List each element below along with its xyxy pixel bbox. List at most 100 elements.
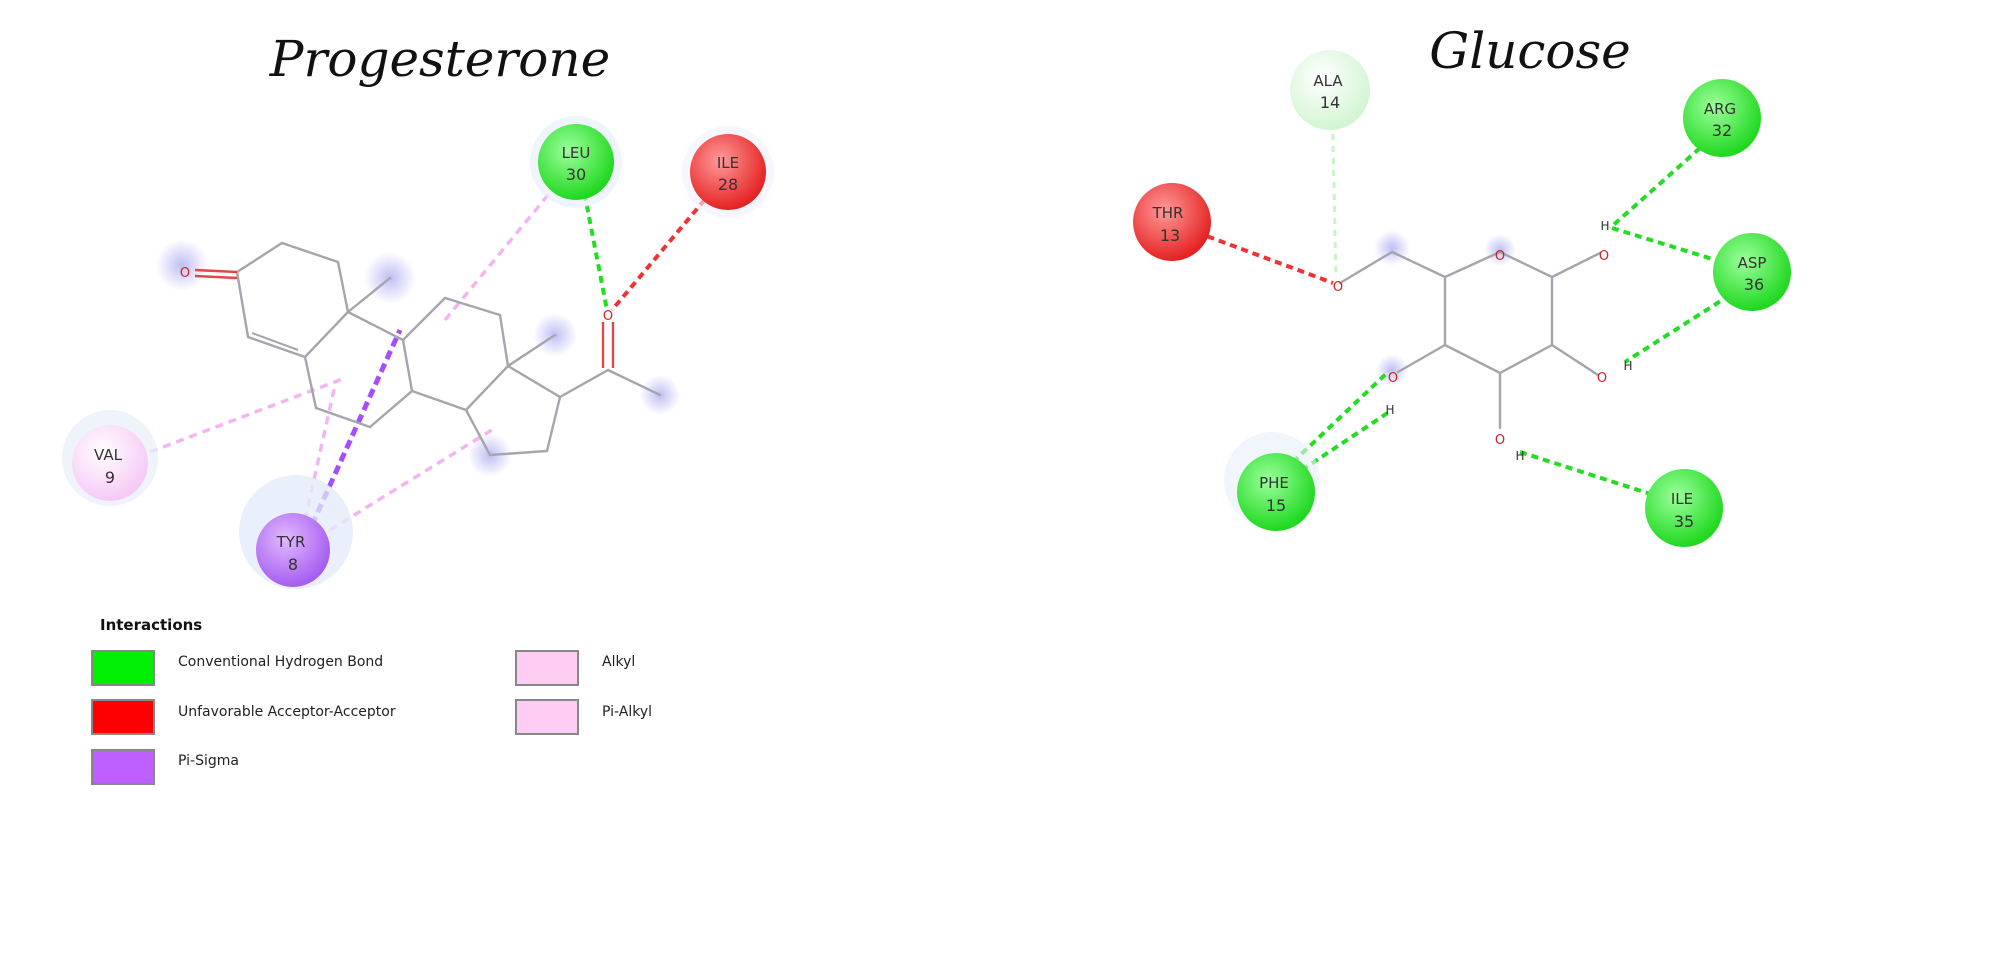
residue-name: LEU — [562, 144, 591, 162]
double-bond — [251, 332, 299, 351]
atom-hydrogen: H — [1600, 219, 1609, 233]
residue-name: THR — [1152, 204, 1184, 222]
atom-hydrogen: H — [1385, 403, 1394, 417]
ligand-halos — [156, 239, 680, 477]
legend-label: Pi-Alkyl — [602, 704, 652, 720]
residue-number: 14 — [1320, 93, 1340, 112]
residue-number: 32 — [1712, 121, 1732, 140]
ligand-halo — [156, 239, 208, 291]
residue-leu-30: LEU 30 — [530, 116, 622, 208]
residue-circle — [1290, 50, 1370, 130]
legend-swatch — [91, 749, 155, 785]
ring-bond — [1550, 343, 1600, 377]
residue-ile-35: ILE 35 — [1645, 469, 1723, 547]
residue-number: 9 — [105, 468, 115, 487]
residue-number: 35 — [1674, 512, 1694, 531]
interaction-lines — [149, 169, 730, 532]
residue-circle — [1683, 79, 1761, 157]
hbond-line — [1611, 226, 1723, 264]
panel-glucose: Glucose O O O — [1133, 22, 1791, 547]
residue-thr-13: THR 13 — [1133, 183, 1211, 261]
atom-oxygen: O — [180, 266, 190, 281]
residue-arg-32: ARG 32 — [1683, 79, 1761, 157]
residue-ala-14: ALA 14 — [1290, 50, 1370, 130]
ring-a — [235, 241, 350, 359]
hbond-line — [1623, 293, 1732, 364]
atom-oxygen: O — [603, 309, 613, 324]
atom-hydrogen: H — [1623, 359, 1632, 373]
legend-label: Pi-Sigma — [178, 753, 239, 769]
ring-bond — [1390, 250, 1447, 279]
alkyl-line — [303, 384, 337, 521]
residue-circle — [256, 513, 330, 587]
interaction-lines — [1184, 97, 1732, 499]
carbonyl-bond — [194, 268, 238, 274]
residue-name: ARG — [1704, 100, 1736, 118]
atom-hydrogen: H — [1515, 449, 1524, 463]
residue-name: ILE — [717, 154, 739, 172]
residue-val-9: VAL 9 — [62, 410, 158, 506]
legend: Interactions Conventional Hydrogen Bond … — [91, 616, 652, 785]
residue-number: 28 — [718, 175, 738, 194]
residue-circle — [1645, 469, 1723, 547]
legend-label: Alkyl — [602, 654, 635, 670]
hbond-line — [1300, 408, 1394, 472]
residue-name: TYR — [276, 533, 306, 551]
ring-bond — [1396, 343, 1447, 374]
residue-circle — [538, 124, 614, 200]
progesterone-structure: O O — [180, 241, 662, 457]
glucose-structure: O O O O O O H H H H — [1333, 219, 1633, 463]
residue-tyr-8: TYR 8 — [239, 475, 353, 589]
methyl-bond — [346, 276, 392, 314]
legend-title: Interactions — [100, 616, 202, 634]
residue-number: 13 — [1160, 226, 1180, 245]
residue-number: 30 — [566, 165, 586, 184]
ring-bond — [1338, 250, 1394, 285]
unfavorable-line — [1184, 226, 1334, 285]
hbond-line — [1519, 450, 1661, 499]
atom-oxygen: O — [1388, 371, 1398, 386]
methyl-bond — [506, 333, 557, 368]
alkyl-line — [329, 426, 496, 532]
residue-number: 15 — [1266, 496, 1286, 515]
atom-oxygen: O — [1495, 249, 1505, 264]
legend-label: Unfavorable Acceptor-Acceptor — [178, 704, 396, 720]
residue-asp-36: ASP 36 — [1713, 233, 1791, 311]
residue-name: ALA — [1313, 72, 1343, 90]
legend-swatch — [515, 699, 579, 735]
ring-d — [464, 364, 562, 457]
atom-oxygen: O — [1495, 433, 1505, 448]
panel-title: Progesterone — [269, 30, 610, 88]
atom-oxygen: O — [1599, 249, 1609, 264]
side-chain-bond — [558, 368, 610, 399]
residue-name: ILE — [1671, 490, 1693, 508]
ligand-halo — [1484, 234, 1516, 266]
ring-c — [401, 296, 510, 412]
residue-circle — [72, 425, 148, 501]
legend-swatch — [515, 650, 579, 686]
residue-phe-15: PHE 15 — [1224, 432, 1320, 531]
carbonyl-bond — [194, 274, 238, 280]
residue-circle — [1713, 233, 1791, 311]
residue-name: VAL — [94, 446, 123, 464]
residue-number: 8 — [288, 555, 298, 574]
ring-b — [303, 310, 414, 429]
panel-title: Glucose — [1429, 22, 1631, 80]
legend-swatch — [91, 699, 155, 735]
residue-name: PHE — [1259, 474, 1289, 492]
pyranose-ring — [1443, 250, 1554, 375]
alkyl-line — [443, 193, 550, 322]
ring-bond — [1550, 251, 1602, 279]
residue-ile-28: ILE 28 — [682, 126, 774, 218]
residue-number: 36 — [1744, 275, 1764, 294]
panel-progesterone: Progesterone — [62, 30, 774, 785]
residue-circle — [1133, 183, 1211, 261]
atom-oxygen: O — [1597, 371, 1607, 386]
residue-circle — [690, 134, 766, 210]
alkyl-line — [149, 376, 346, 454]
residue-circle — [1237, 453, 1315, 531]
atom-oxygen: O — [1333, 280, 1343, 295]
side-chain-bond — [606, 368, 662, 397]
legend-label: Conventional Hydrogen Bond — [178, 654, 383, 670]
